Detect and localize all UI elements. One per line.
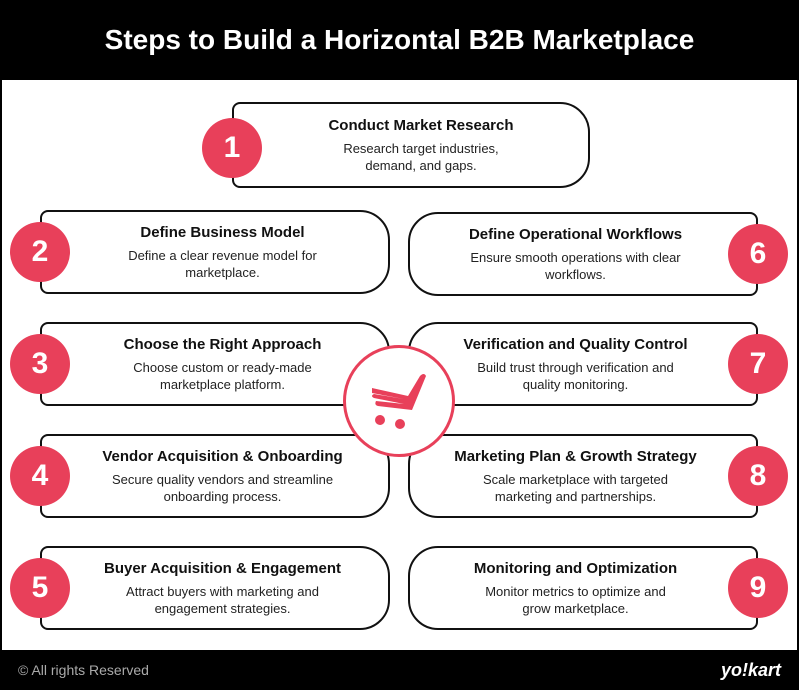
step-desc: Secure quality vendors and streamline on… [111,471,334,504]
step-title: Marketing Plan & Growth Strategy [454,447,697,465]
step-desc: Define a clear revenue model for marketp… [128,247,317,280]
step-number-6: 6 [728,224,788,284]
step-number-5: 5 [10,558,70,618]
step-desc: Choose custom or ready-made marketplace … [133,359,312,392]
copyright: © All rights Reserved [18,662,149,678]
step-number-8: 8 [728,446,788,506]
brand-logo: yo!kart [720,659,781,680]
step-title: Conduct Market Research [328,116,514,134]
step-desc: Monitor metrics to optimize and grow mar… [485,583,666,616]
shopping-cart-icon [372,374,426,429]
step-desc: Attract buyers with marketing and engage… [126,583,319,616]
step-number-9: 9 [728,558,788,618]
step-number-1: 1 [202,118,262,178]
step-title: Buyer Acquisition & Engagement [104,559,341,577]
footer: © All rights Reserved yo!kart [0,650,799,690]
step-title: Define Business Model [140,223,305,241]
content-frame [0,80,799,650]
page-title: Steps to Build a Horizontal B2B Marketpl… [0,0,799,80]
step-title: Vendor Acquisition & Onboarding [102,447,343,465]
step-title: Choose the Right Approach [123,335,322,353]
step-number-4: 4 [10,446,70,506]
step-number-2: 2 [10,222,70,282]
step-desc: Scale marketplace with targeted marketin… [483,471,668,504]
step-desc: Build trust through verification and qua… [477,359,674,392]
cart-hub [343,345,455,457]
step-number-7: 7 [728,334,788,394]
step-title: Monitoring and Optimization [473,559,678,577]
step-desc: Research target industries, demand, and … [343,140,499,173]
step-title: Define Operational Workflows [468,225,683,243]
step-title: Verification and Quality Control [463,335,688,353]
step-desc: Ensure smooth operations with clear work… [470,249,681,282]
copyright-text: All rights Reserved [31,662,149,678]
step-number-3: 3 [10,334,70,394]
